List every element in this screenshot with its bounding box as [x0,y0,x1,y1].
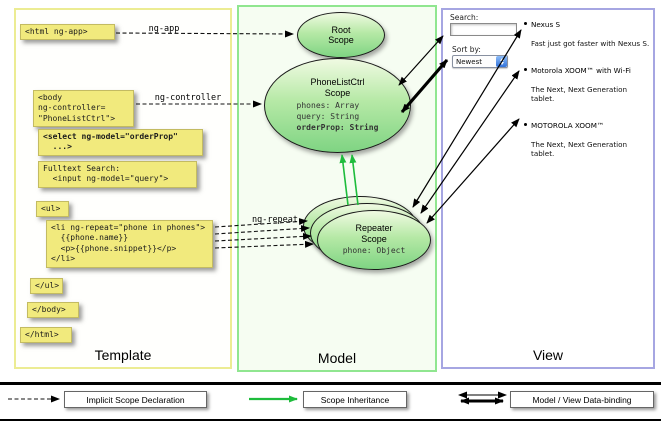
legend-implicit-scope: Implicit Scope Declaration [64,391,207,408]
phone-list: Nexus S Fast just got faster with Nexus … [524,20,650,176]
phonelistctrl-scope-ellipse: PhoneListCtrl Scope phones: Array query:… [264,58,411,153]
code-html-close: </html> [20,327,72,344]
prop-phone: phone: Object [342,245,406,255]
list-item: Nexus S Fast just got faster with Nexus … [524,20,650,48]
ng-controller-label: ng-controller [154,93,222,103]
code-select-ngmodel: <select ng-model="orderProp" ...> [38,129,203,156]
list-item: MOTOROLA XOOM™ The Next, Next Generation… [524,121,650,158]
ng-repeat-label: ng-repeat [251,215,299,225]
legend-divider-top [0,382,661,385]
bullet-icon [524,68,527,71]
root-scope-title: Root Scope [328,24,354,45]
sort-dropdown[interactable]: Newest [452,55,508,68]
code-ul-open: <ul> [36,201,69,218]
prop-orderprop: orderProp: String [296,122,379,132]
phone-snippet: The Next, Next Generation tablet. [531,85,628,103]
sort-selected-value: Newest [456,57,482,66]
repeater-scope-ellipse: Repeater Scope phone: Object [317,210,431,270]
legend-divider-bottom [0,419,661,421]
bullet-icon [524,22,527,25]
prop-phones: phones: Array [296,101,360,111]
phone-name: Motorola XOOM™ with Wi-Fi [531,66,631,75]
list-item: Motorola XOOM™ with Wi-Fi The Next, Next… [524,66,650,103]
legend-scope-inheritance: Scope Inheritance [303,391,407,408]
phone-name: MOTOROLA XOOM™ [531,121,605,130]
ng-app-label: ng-app [148,24,180,34]
dropdown-arrows-icon [496,56,507,67]
phone-snippet: The Next, Next Generation tablet. [531,140,628,158]
phonelistctrl-scope-title: PhoneListCtrl Scope [310,77,365,98]
repeater-scope-title: Repeater Scope [355,223,393,244]
view-panel-label: View [532,347,564,363]
template-panel-label: Template [94,347,152,363]
code-ul-close: </ul> [30,278,63,295]
code-body-close: </body> [27,302,79,319]
code-li-ngrepeat: <li ng-repeat="phone in phones"> {{phone… [46,220,213,268]
code-html-open: <html ng-app> [20,24,115,41]
code-body-open: <body ng-controller= "PhoneListCtrl"> [33,90,134,128]
model-panel-label: Model [317,350,357,366]
code-fulltext-search: Fulltext Search: <input ng-model="query"… [38,161,197,188]
bullet-icon [524,123,527,126]
sort-by-label: Sort by: [452,45,481,54]
root-scope-ellipse: Root Scope [297,12,385,58]
phone-snippet: Fast just got faster with Nexus S. [531,39,650,48]
search-input[interactable] [450,23,517,36]
phone-name: Nexus S [531,20,561,29]
search-label: Search: [450,13,479,22]
phonelistctrl-scope-props: phones: Array query: String orderProp: S… [297,101,379,133]
prop-query: query: String [296,111,360,121]
legend-data-binding: Model / View Data-binding [510,391,654,408]
